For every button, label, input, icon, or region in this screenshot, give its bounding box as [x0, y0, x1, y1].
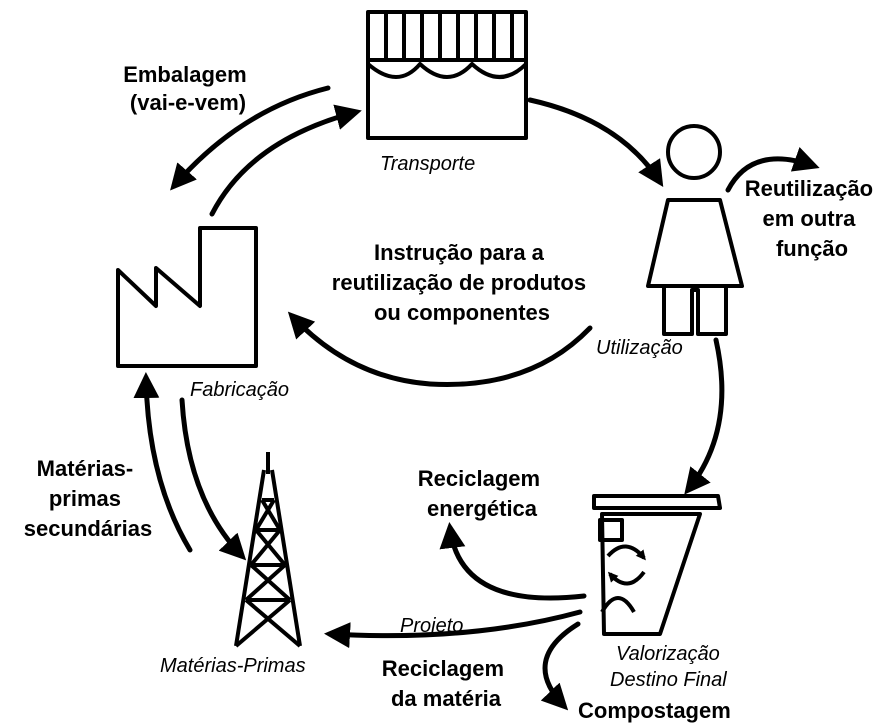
label-materias-secundarias: Matérias- primas secundárias: [24, 456, 152, 541]
arrow-utilization-to-valorization: [684, 337, 725, 495]
truck-container-icon: [366, 10, 528, 140]
lattice-tower-icon: [234, 452, 302, 648]
arrow-valorization-to-raw-materials: [324, 609, 583, 649]
arrow-factory-to-transport: [209, 104, 362, 217]
label-reutilizacao-funcao: Reutilização em outra função: [745, 176, 880, 261]
arrow-factory-to-raw-materials: [179, 397, 247, 561]
label-valorizacao: Valorização Destino Final: [610, 643, 727, 691]
label-transporte: Transporte: [380, 153, 475, 175]
arrow-transport-to-factory: [170, 85, 331, 191]
label-instrucao: Instrução para a reutilização de produto…: [332, 240, 592, 325]
label-materias-primas: Matérias-Primas: [160, 655, 306, 677]
label-fabricacao: Fabricação: [190, 379, 289, 401]
arrow-energy-recycling: [439, 522, 587, 601]
arrow-raw-materials-to-factory: [133, 372, 193, 553]
label-utilizacao: Utilização: [596, 337, 683, 359]
arrow-reuse-instruction: [287, 311, 593, 388]
label-embalagem: Embalagem (vai-e-vem): [123, 62, 253, 115]
factory-icon: [116, 226, 258, 368]
label-reciclagem-energetica: Reciclagem energética: [418, 466, 546, 521]
label-reciclagem-materia: Reciclagem da matéria: [382, 656, 510, 711]
person-icon: [646, 124, 744, 336]
recycling-bin-icon: [592, 494, 722, 636]
label-compostagem: Compostagem: [578, 698, 731, 723]
arrow-transport-to-utilization: [527, 97, 664, 188]
arrow-reuse-other-function: [725, 147, 820, 193]
arrow-composting: [540, 621, 581, 711]
label-projeto: Projeto: [400, 615, 463, 637]
